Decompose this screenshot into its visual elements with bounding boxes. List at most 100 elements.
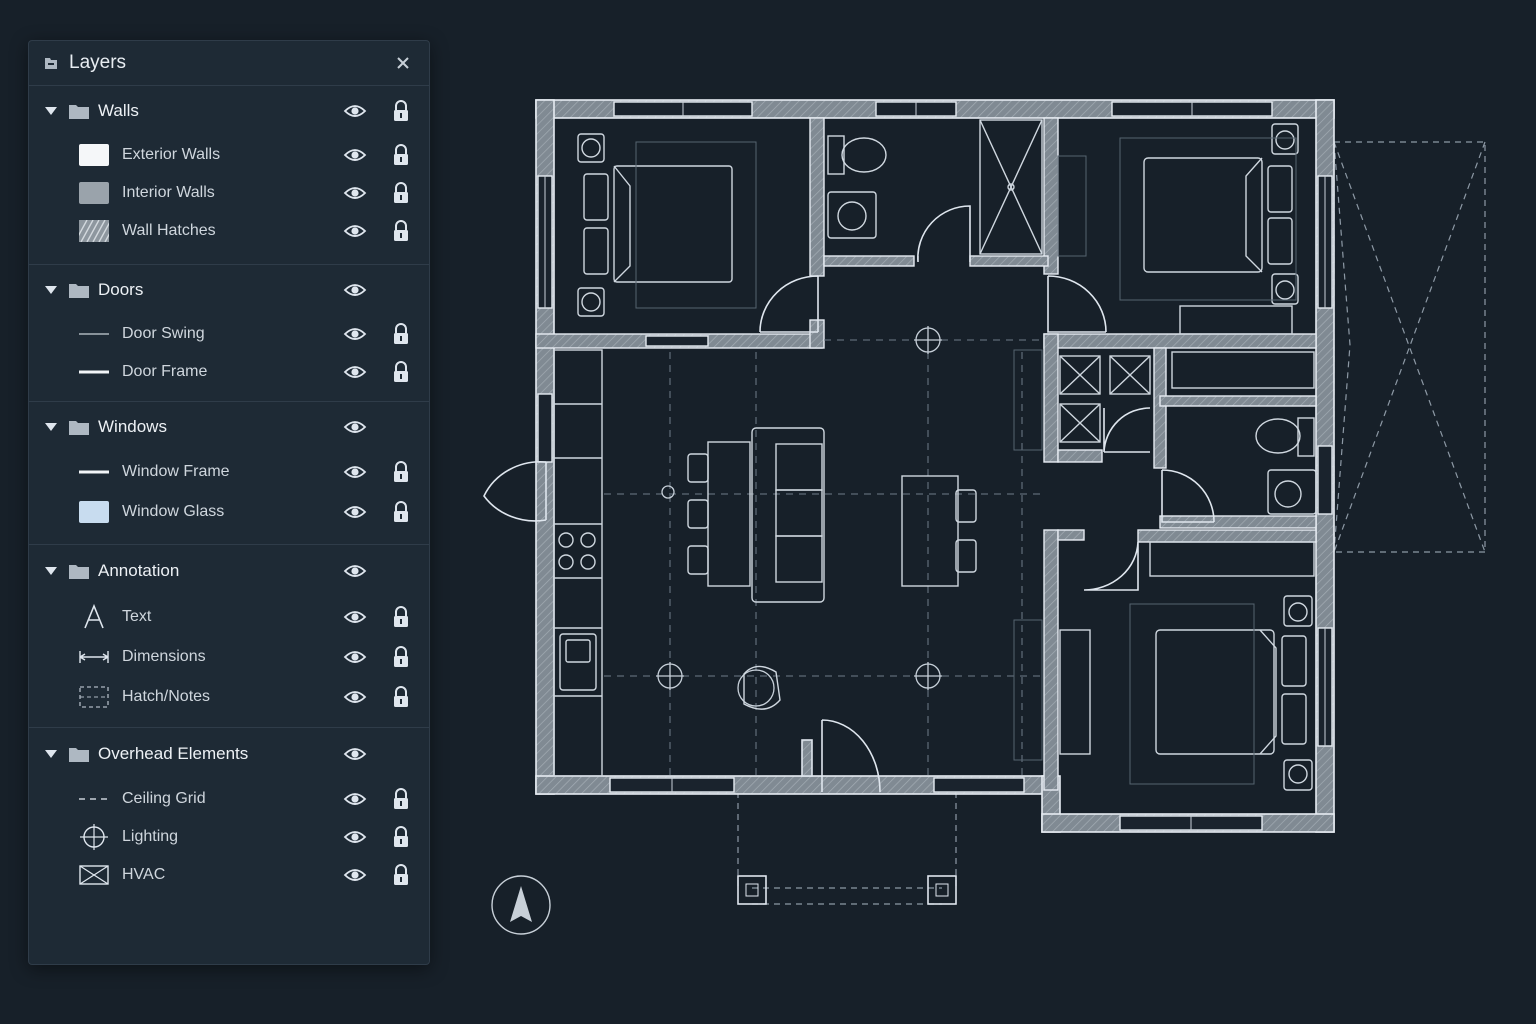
porch-post-right <box>927 875 957 905</box>
layer-item[interactable]: Door Swing <box>29 315 429 353</box>
lock-toggle[interactable] <box>392 182 410 204</box>
eye-icon <box>343 565 367 577</box>
layer-item[interactable]: Ceiling Grid <box>29 780 429 818</box>
lock-icon <box>394 606 408 627</box>
visibility-toggle[interactable] <box>343 789 367 809</box>
folder-icon <box>69 103 89 119</box>
visibility-toggle[interactable] <box>343 324 367 344</box>
layer-item[interactable]: HVAC <box>29 856 429 894</box>
thick-line-swatch <box>79 361 109 383</box>
interior-walls <box>535 117 1317 791</box>
lock-icon <box>394 323 408 344</box>
visibility-toggle[interactable] <box>343 362 367 382</box>
lock-toggle[interactable] <box>392 144 410 166</box>
hatch-swatch <box>79 220 109 242</box>
floor-plan-canvas[interactable] <box>470 80 1510 960</box>
eye-icon <box>343 149 367 161</box>
lock-toggle[interactable] <box>392 361 410 383</box>
visibility-toggle[interactable] <box>343 865 367 885</box>
lock-icon <box>394 686 408 707</box>
layer-item[interactable]: Window Glass <box>29 492 429 532</box>
layer-item-label: Door Frame <box>122 363 208 380</box>
layer-group-header[interactable]: Annotation <box>29 545 429 597</box>
visibility-toggle[interactable] <box>343 827 367 847</box>
layer-group-label: Overhead Elements <box>98 744 249 763</box>
visibility-toggle[interactable] <box>343 145 367 165</box>
lock-toggle[interactable] <box>392 864 410 886</box>
dimension-icon-swatch <box>79 646 109 668</box>
visibility-toggle[interactable] <box>343 647 367 667</box>
layer-item[interactable]: Text <box>29 597 429 637</box>
lock-toggle[interactable] <box>392 646 410 668</box>
door-swings <box>483 205 1215 793</box>
visibility-toggle[interactable] <box>343 101 367 121</box>
layer-item-label: HVAC <box>122 866 166 883</box>
layer-item[interactable]: Dimensions <box>29 637 429 677</box>
exterior-walls <box>535 99 1335 833</box>
lock-icon <box>394 826 408 847</box>
eye-icon <box>343 869 367 881</box>
folder-icon <box>69 746 89 762</box>
layer-item[interactable]: Door Frame <box>29 353 429 391</box>
close-button[interactable] <box>391 51 415 75</box>
layer-group-label: Doors <box>98 280 144 299</box>
visibility-toggle[interactable] <box>343 687 367 707</box>
visibility-toggle[interactable] <box>343 221 367 241</box>
layer-item-label: Text <box>122 608 152 625</box>
visibility-toggle[interactable] <box>343 462 367 482</box>
folder-icon <box>69 282 89 298</box>
visibility-toggle[interactable] <box>343 607 367 627</box>
eye-icon <box>343 328 367 340</box>
layer-item[interactable]: Wall Hatches <box>29 212 429 250</box>
layer-item-label: Hatch/Notes <box>122 688 211 705</box>
layer-item[interactable]: Interior Walls <box>29 174 429 212</box>
lock-toggle[interactable] <box>392 788 410 810</box>
eye-icon <box>343 466 367 478</box>
dashed-box-icon-swatch <box>79 686 109 708</box>
lock-toggle[interactable] <box>392 501 410 523</box>
eye-icon <box>343 366 367 378</box>
layer-group-label: Windows <box>98 417 167 436</box>
layer-item[interactable]: Hatch/Notes <box>29 677 429 717</box>
eye-icon <box>343 506 367 518</box>
lock-toggle[interactable] <box>392 220 410 242</box>
visibility-toggle[interactable] <box>343 417 367 437</box>
layer-item[interactable]: Exterior Walls <box>29 136 429 174</box>
visibility-toggle[interactable] <box>343 280 367 300</box>
caret-down-icon[interactable] <box>45 749 59 759</box>
lock-toggle[interactable] <box>392 606 410 628</box>
layer-group-header[interactable]: Windows <box>29 402 429 452</box>
dashed-line-swatch <box>79 788 109 810</box>
lock-toggle[interactable] <box>392 826 410 848</box>
visibility-toggle[interactable] <box>343 561 367 581</box>
lock-toggle[interactable] <box>392 686 410 708</box>
layer-group-header[interactable]: Walls <box>29 86 429 136</box>
layer-item[interactable]: Window Frame <box>29 452 429 492</box>
caret-down-icon[interactable] <box>45 285 59 295</box>
eye-icon <box>343 691 367 703</box>
layer-group-label: Annotation <box>98 561 180 580</box>
layer-item-label: Dimensions <box>122 648 206 665</box>
visibility-toggle[interactable] <box>343 183 367 203</box>
layer-group-header[interactable]: Doors <box>29 265 429 315</box>
layer-group-header[interactable]: Overhead Elements <box>29 728 429 780</box>
caret-down-icon[interactable] <box>45 566 59 576</box>
caret-down-icon[interactable] <box>45 106 59 116</box>
caret-down-icon[interactable] <box>45 422 59 432</box>
solid-gray-swatch <box>79 182 109 204</box>
lock-toggle[interactable] <box>392 323 410 345</box>
lock-toggle[interactable] <box>392 461 410 483</box>
visibility-toggle[interactable] <box>343 502 367 522</box>
lock-toggle[interactable] <box>392 100 410 122</box>
layer-item-label: Ceiling Grid <box>122 790 206 807</box>
lock-icon <box>394 100 408 121</box>
lock-icon <box>394 361 408 382</box>
layer-item[interactable]: Lighting <box>29 818 429 856</box>
visibility-toggle[interactable] <box>343 744 367 764</box>
